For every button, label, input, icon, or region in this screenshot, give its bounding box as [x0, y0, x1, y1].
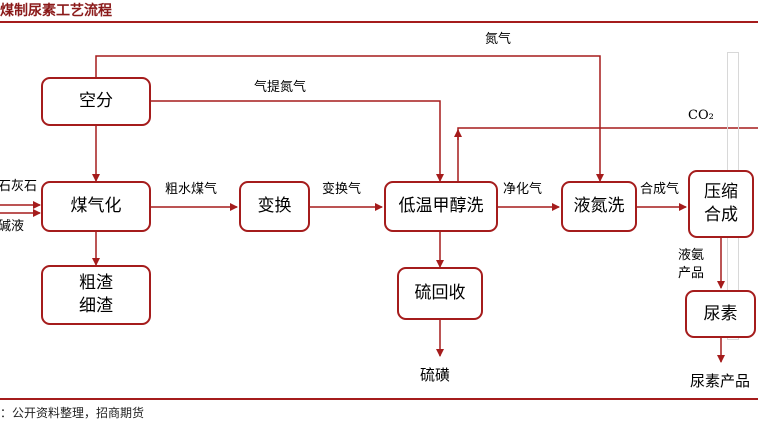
node-shift: 变换: [239, 181, 310, 232]
source-note: ：公开资料整理，招商期货: [0, 406, 145, 420]
nitrogen-line: [95, 55, 604, 182]
label-shifted-gas: 变换气: [322, 182, 362, 197]
top-divider: [0, 21, 758, 23]
label-alkali: 碱液: [0, 219, 25, 234]
node-slag: 粗渣 细渣: [41, 265, 151, 325]
label-limestone: 石灰石: [0, 179, 38, 194]
stripping-nitrogen-line: [151, 100, 444, 182]
label-syngas: 合成气: [640, 182, 680, 197]
label-co2: CO₂: [688, 108, 714, 123]
label-sulfur: 硫磺: [420, 366, 451, 384]
label-purified-gas: 净化气: [503, 182, 543, 197]
node-urea: 尿素: [685, 290, 756, 338]
label-raw-water-gas: 粗水煤气: [165, 182, 218, 197]
label-liquid-ammonia: 液氨 产品: [678, 248, 705, 281]
diagram-title: 煤制尿素工艺流程: [0, 3, 112, 19]
bottom-divider: [0, 398, 758, 400]
co2-line: [457, 127, 758, 181]
node-rectisol: 低温甲醇洗: [384, 181, 498, 232]
node-sulfur-recovery: 硫回收: [397, 267, 483, 320]
node-coal-gasification: 煤气化: [41, 181, 151, 232]
label-urea-product: 尿素产品: [690, 372, 751, 390]
node-compress-synthesis: 压缩 合成: [688, 170, 754, 238]
node-nitrogen-wash: 液氮洗: [561, 181, 637, 232]
label-nitrogen: 氮气: [485, 32, 512, 47]
label-stripping-nitrogen: 气提氮气: [254, 80, 307, 95]
node-air-separation: 空分: [41, 77, 151, 126]
